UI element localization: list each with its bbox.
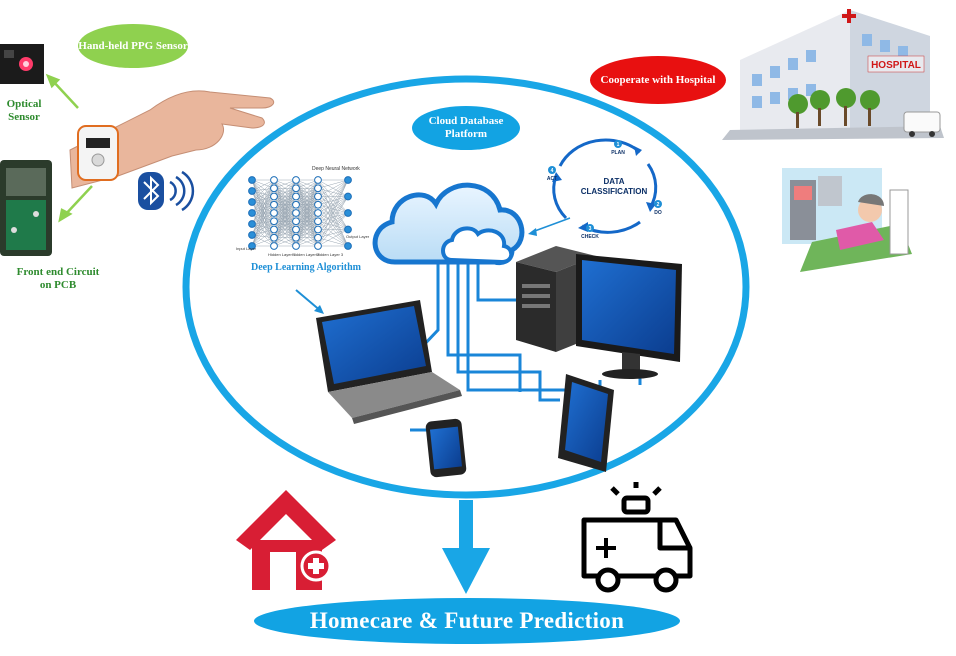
- nn-node: [249, 177, 256, 184]
- cycle-step-number-3: 3: [589, 226, 592, 232]
- nn-node: [271, 193, 278, 200]
- nn-node: [293, 201, 300, 208]
- nn-node: [315, 193, 322, 200]
- down-arrow: [442, 500, 490, 594]
- nn-node: [293, 243, 300, 250]
- cycle-step-number-4: 4: [551, 168, 554, 174]
- nn-node: [315, 243, 322, 250]
- hand-image: [70, 91, 274, 188]
- pcb-photo: [0, 160, 52, 256]
- nn-node: [345, 226, 352, 233]
- nn-node: [249, 232, 256, 239]
- nn-edge: [318, 180, 348, 221]
- nn-node: [293, 226, 300, 233]
- ambulance-icon: [584, 482, 690, 590]
- nn-node: [293, 193, 300, 200]
- tablet-icon: [558, 374, 614, 472]
- neural-network-graphic: [252, 180, 348, 246]
- nn-node: [249, 188, 256, 195]
- hospital-cooperate-label: Cooperate with Hospital: [590, 56, 726, 104]
- cycle-step-label-do: DO: [654, 210, 662, 216]
- cycle-center-line1: DATA: [603, 177, 624, 186]
- nn-node: [315, 234, 322, 241]
- hospital-icon: HOSPITAL: [722, 9, 944, 140]
- nn-node: [293, 185, 300, 192]
- homecare-label: Homecare & Future Prediction: [254, 598, 680, 644]
- cycle-step-label-act: ACT: [547, 176, 557, 182]
- front-end-label: Front end Circuit on PCB: [14, 266, 102, 291]
- nn-node: [315, 201, 322, 208]
- cycle-step-number-1: 1: [617, 142, 620, 148]
- nn-node: [271, 210, 278, 217]
- nn-node: [315, 185, 322, 192]
- cycle-step-number-2: 2: [657, 202, 660, 208]
- patient-image: [782, 168, 912, 272]
- cloud-platform-label: Cloud Database Platform: [412, 106, 520, 150]
- hospital-sign: HOSPITAL: [871, 60, 921, 71]
- nn-node: [249, 199, 256, 206]
- bluetooth-icon: [138, 172, 193, 210]
- nn-node: [271, 177, 278, 184]
- nn-node: [271, 226, 278, 233]
- dl-arrow: [296, 290, 324, 314]
- nn-node: [293, 210, 300, 217]
- cycle-step-label-plan: PLAN: [611, 150, 625, 156]
- nn-node: [293, 177, 300, 184]
- nn-node: [249, 221, 256, 228]
- nn-node: [271, 243, 278, 250]
- nn-layer-label: Hidden Layer 3: [316, 252, 344, 257]
- nn-layer-label: Input Layer: [236, 246, 257, 251]
- optical-sensor-photo: [0, 44, 44, 84]
- cycle-arrow: [528, 218, 570, 236]
- nn-node: [293, 218, 300, 225]
- nn-node: [315, 226, 322, 233]
- optical-sensor-label: Optical Sensor: [0, 98, 50, 123]
- nn-node: [345, 177, 352, 184]
- desktop-icon: [576, 254, 682, 379]
- phone-icon: [425, 418, 467, 477]
- cycle-step-label-check: CHECK: [581, 234, 599, 240]
- nn-node: [293, 234, 300, 241]
- nn-node: [271, 218, 278, 225]
- nn-node: [271, 185, 278, 192]
- nn-layer-label: Output Layer: [346, 234, 370, 239]
- nn-edge: [318, 197, 348, 238]
- nn-node: [315, 177, 322, 184]
- nn-node: [345, 193, 352, 200]
- cycle-center-line2: CLASSIFICATION: [581, 187, 648, 196]
- nn-node: [345, 210, 352, 217]
- nn-node: [345, 243, 352, 250]
- nn-node: [271, 234, 278, 241]
- deep-learning-label: Deep Learning Algorithm: [236, 262, 376, 274]
- nn-node: [315, 218, 322, 225]
- nn-title: Deep Neural Network: [312, 166, 360, 172]
- nn-node: [271, 201, 278, 208]
- ppg-sensor-label: Hand-held PPG Sensor: [78, 24, 188, 68]
- house-medical-icon: [236, 490, 336, 590]
- nn-edge: [318, 180, 348, 238]
- cloud-icon: [375, 185, 522, 262]
- laptop-icon: [316, 300, 462, 424]
- nn-node: [315, 210, 322, 217]
- nn-node: [249, 210, 256, 217]
